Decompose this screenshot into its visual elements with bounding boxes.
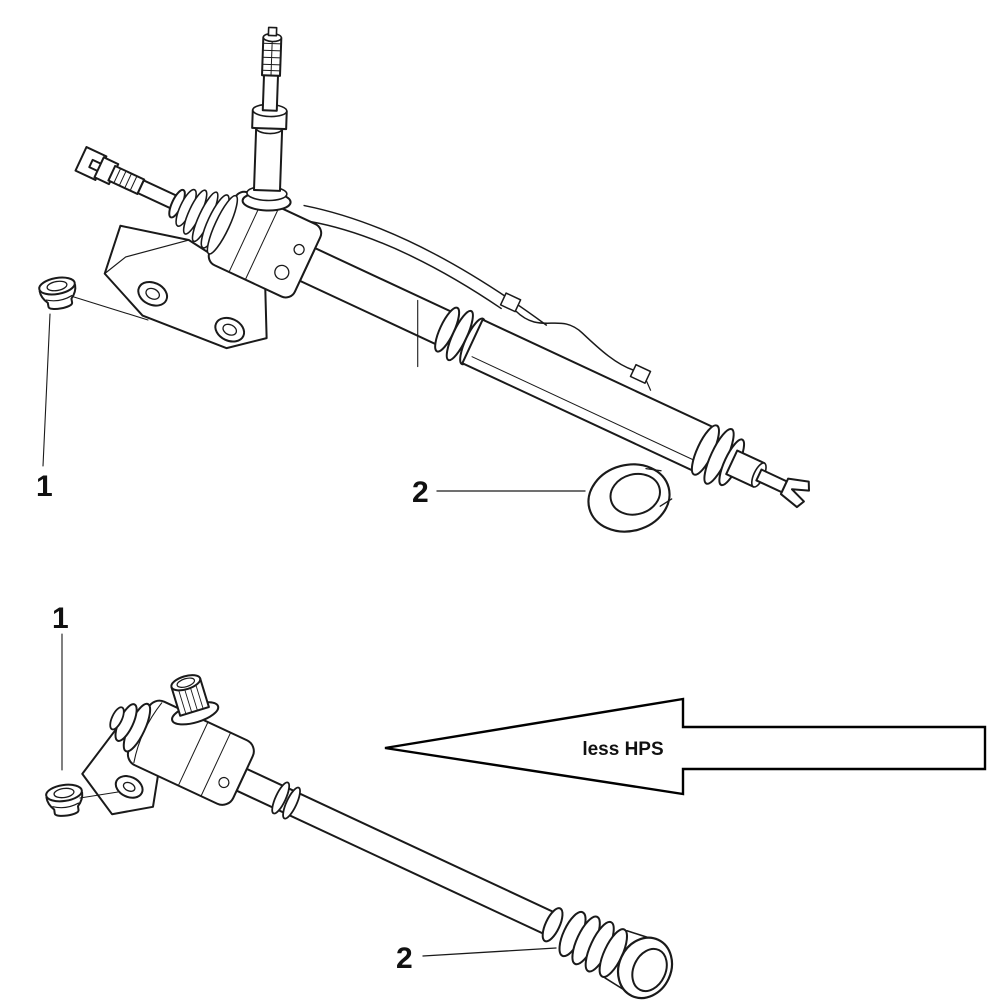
valve-housing: [206, 190, 323, 299]
rack-tube-neck: [298, 247, 456, 347]
tube-collar-rings: [271, 781, 301, 820]
leader-line-bottom-2: [422, 947, 557, 957]
hydraulic-rack-assembly: [74, 26, 810, 509]
end-bushing-top: [587, 463, 673, 533]
housing-end-caps: [109, 702, 152, 753]
callout-1-top-label: 1: [36, 470, 53, 503]
cylinder-end-rings: [690, 424, 767, 488]
hydraulic-lines: [303, 204, 652, 391]
callout-2-top-label: 2: [412, 476, 429, 509]
manual-rack-assembly: [81, 674, 674, 1000]
sensor-wire: [514, 309, 635, 371]
input-shaft-stub: [170, 674, 220, 726]
mounting-bracket-top: [103, 224, 268, 350]
power-cylinder-tube: [461, 318, 715, 472]
input-shaft: [241, 26, 292, 212]
less-hps-arrow: [384, 697, 987, 796]
leader-line: [79, 791, 119, 799]
mount-bushing-top: [36, 273, 149, 467]
arrow-label: less HPS: [582, 739, 663, 760]
callout-1-bottom-label: 1: [52, 602, 69, 635]
input-shaft-splines: [261, 26, 283, 77]
leader-line: [73, 296, 149, 321]
tie-rod-left: [74, 146, 186, 219]
sensor-connector: [629, 363, 652, 384]
rack-end-rod: [755, 468, 810, 509]
end-bushing-bottom-assembly: [541, 907, 674, 1000]
callout-2-bottom-label: 2: [396, 942, 413, 975]
bellows-boot: [175, 188, 230, 249]
leader-line: [42, 313, 51, 467]
mount-bushing-bottom: [44, 633, 119, 820]
